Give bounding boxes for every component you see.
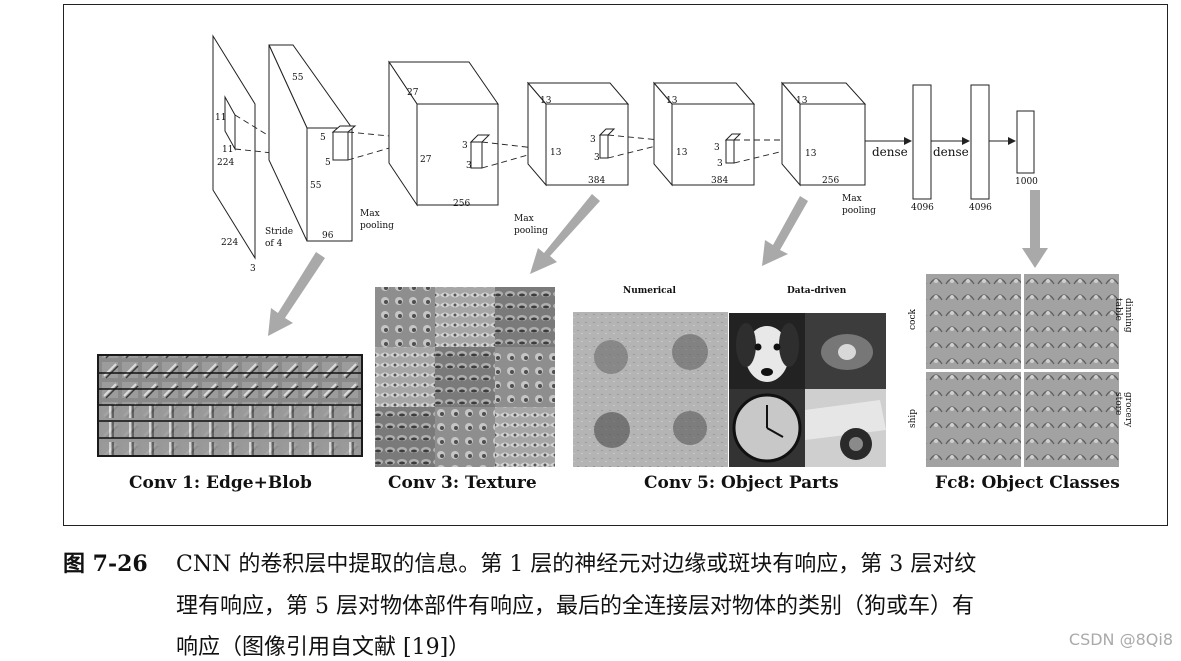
caption-text-3: 响应（图像引用自文献 [19]）: [176, 635, 471, 660]
conv2-kernel-label-1: 3: [462, 141, 468, 151]
conv1-kernel-label-2: 5: [325, 158, 331, 168]
fc7-layer: [970, 84, 990, 200]
connector-conv2-conv3: [481, 141, 536, 169]
conv5-block: [780, 81, 867, 187]
fc6-layer: [912, 84, 932, 200]
fc8-title: Fc8: Object Classes: [935, 473, 1120, 493]
caption-text-2: 理有响应，第 5 层对物体部件有响应，最后的全连接层对物体的类别（狗或车）有: [176, 594, 974, 619]
conv5-data-driven-heading: Data-driven: [787, 286, 847, 296]
pool-label-3b: pooling: [842, 206, 876, 216]
stride-label-2: of 4: [265, 239, 283, 249]
conv1-title: Conv 1: Edge+Blob: [129, 473, 312, 493]
pool-label-2b: pooling: [514, 226, 548, 236]
fc8-label-dinning-table: dinning table: [1113, 298, 1133, 333]
pool-label-1b: pooling: [360, 221, 394, 231]
fc7-label: 4096: [969, 203, 992, 213]
conv4-block: [652, 81, 756, 187]
conv3-block: [526, 81, 630, 187]
input-layer: [212, 34, 256, 260]
conv4-width-label: 13: [676, 148, 688, 158]
conv3-kernel-label-1: 3: [590, 135, 596, 145]
gray-arrows: [268, 190, 1048, 336]
fc8-label-grocery-store: grocery store: [1113, 392, 1133, 428]
input-kernel-label-1: 11: [215, 113, 226, 123]
conv5-title: Conv 5: Object Parts: [644, 473, 839, 493]
conv4-kernel-label-1: 3: [714, 143, 720, 153]
fc8-label-ship: ship: [908, 408, 918, 428]
fc6-label: 4096: [911, 203, 934, 213]
fc8-label: 1000: [1015, 177, 1038, 187]
caption-line-1: 图 7-26: [63, 546, 148, 578]
stride-label-1: Stride: [265, 227, 293, 237]
conv3-texture-grid: [375, 287, 555, 467]
conv3-title: Conv 3: Texture: [388, 473, 537, 493]
fc8-layer: [1016, 110, 1035, 174]
arrow-to-conv1: [268, 252, 325, 336]
conv5-numerical-images: [573, 312, 728, 467]
conv5-depth-label: 256: [822, 176, 839, 186]
conv3-depth-label: 384: [588, 176, 605, 186]
conv1-kernel-label-1: 5: [320, 133, 326, 143]
conv2-width-label: 27: [420, 155, 432, 165]
figure-number: 图 7-26: [63, 551, 148, 577]
dense-label-1: dense: [872, 145, 908, 159]
caption-text-1: CNN 的卷积层中提取的信息。第 1 层的神经元对边缘或斑块有响应，第 3 层对…: [176, 552, 977, 577]
fc8-label-cock: cock: [908, 309, 918, 330]
watermark: CSDN @8Qi8: [1068, 630, 1173, 649]
conv5-height-label: 13: [796, 96, 808, 106]
conv2-kernel-label-2: 3: [466, 161, 472, 171]
conv2-depth-label: 256: [453, 199, 470, 209]
conv2-block: [388, 60, 499, 207]
input-kernel-label-2: 11: [222, 145, 233, 155]
conv3-width-label: 13: [550, 148, 562, 158]
pool-label-1a: Max: [360, 209, 380, 219]
pool-label-2a: Max: [514, 214, 534, 224]
arrow-to-conv5: [762, 196, 808, 266]
conv4-depth-label: 384: [711, 176, 728, 186]
connector-conv4-conv5: [733, 139, 789, 164]
conv3-height-label: 13: [540, 96, 552, 106]
arrow-to-conv3: [530, 194, 600, 274]
conv5-width-label: 13: [805, 149, 817, 159]
dense-label-2: dense: [933, 145, 969, 159]
pool-label-3a: Max: [842, 194, 862, 204]
conv1-filter-grid: [97, 354, 363, 457]
conv1-depth-label: 96: [322, 231, 334, 241]
fc8-class-images: [926, 274, 1119, 467]
arrow-to-fc8: [1022, 190, 1048, 268]
conv4-height-label: 13: [666, 96, 678, 106]
input-depth-label: 3: [250, 264, 256, 274]
conv1-height-label: 55: [292, 73, 304, 83]
conv2-height-label: 27: [407, 88, 419, 98]
connector-conv3-conv4: [607, 134, 661, 159]
conv5-numerical-heading: Numerical: [623, 286, 676, 296]
input-height-label: 224: [217, 158, 234, 168]
conv3-kernel-label-2: 3: [594, 153, 600, 163]
conv4-kernel-label-2: 3: [717, 159, 723, 169]
conv5-data-driven-images: [729, 313, 886, 467]
conv1-block: [268, 44, 357, 242]
input-width-label: 224: [221, 238, 238, 248]
conv1-width-label: 55: [310, 181, 322, 191]
